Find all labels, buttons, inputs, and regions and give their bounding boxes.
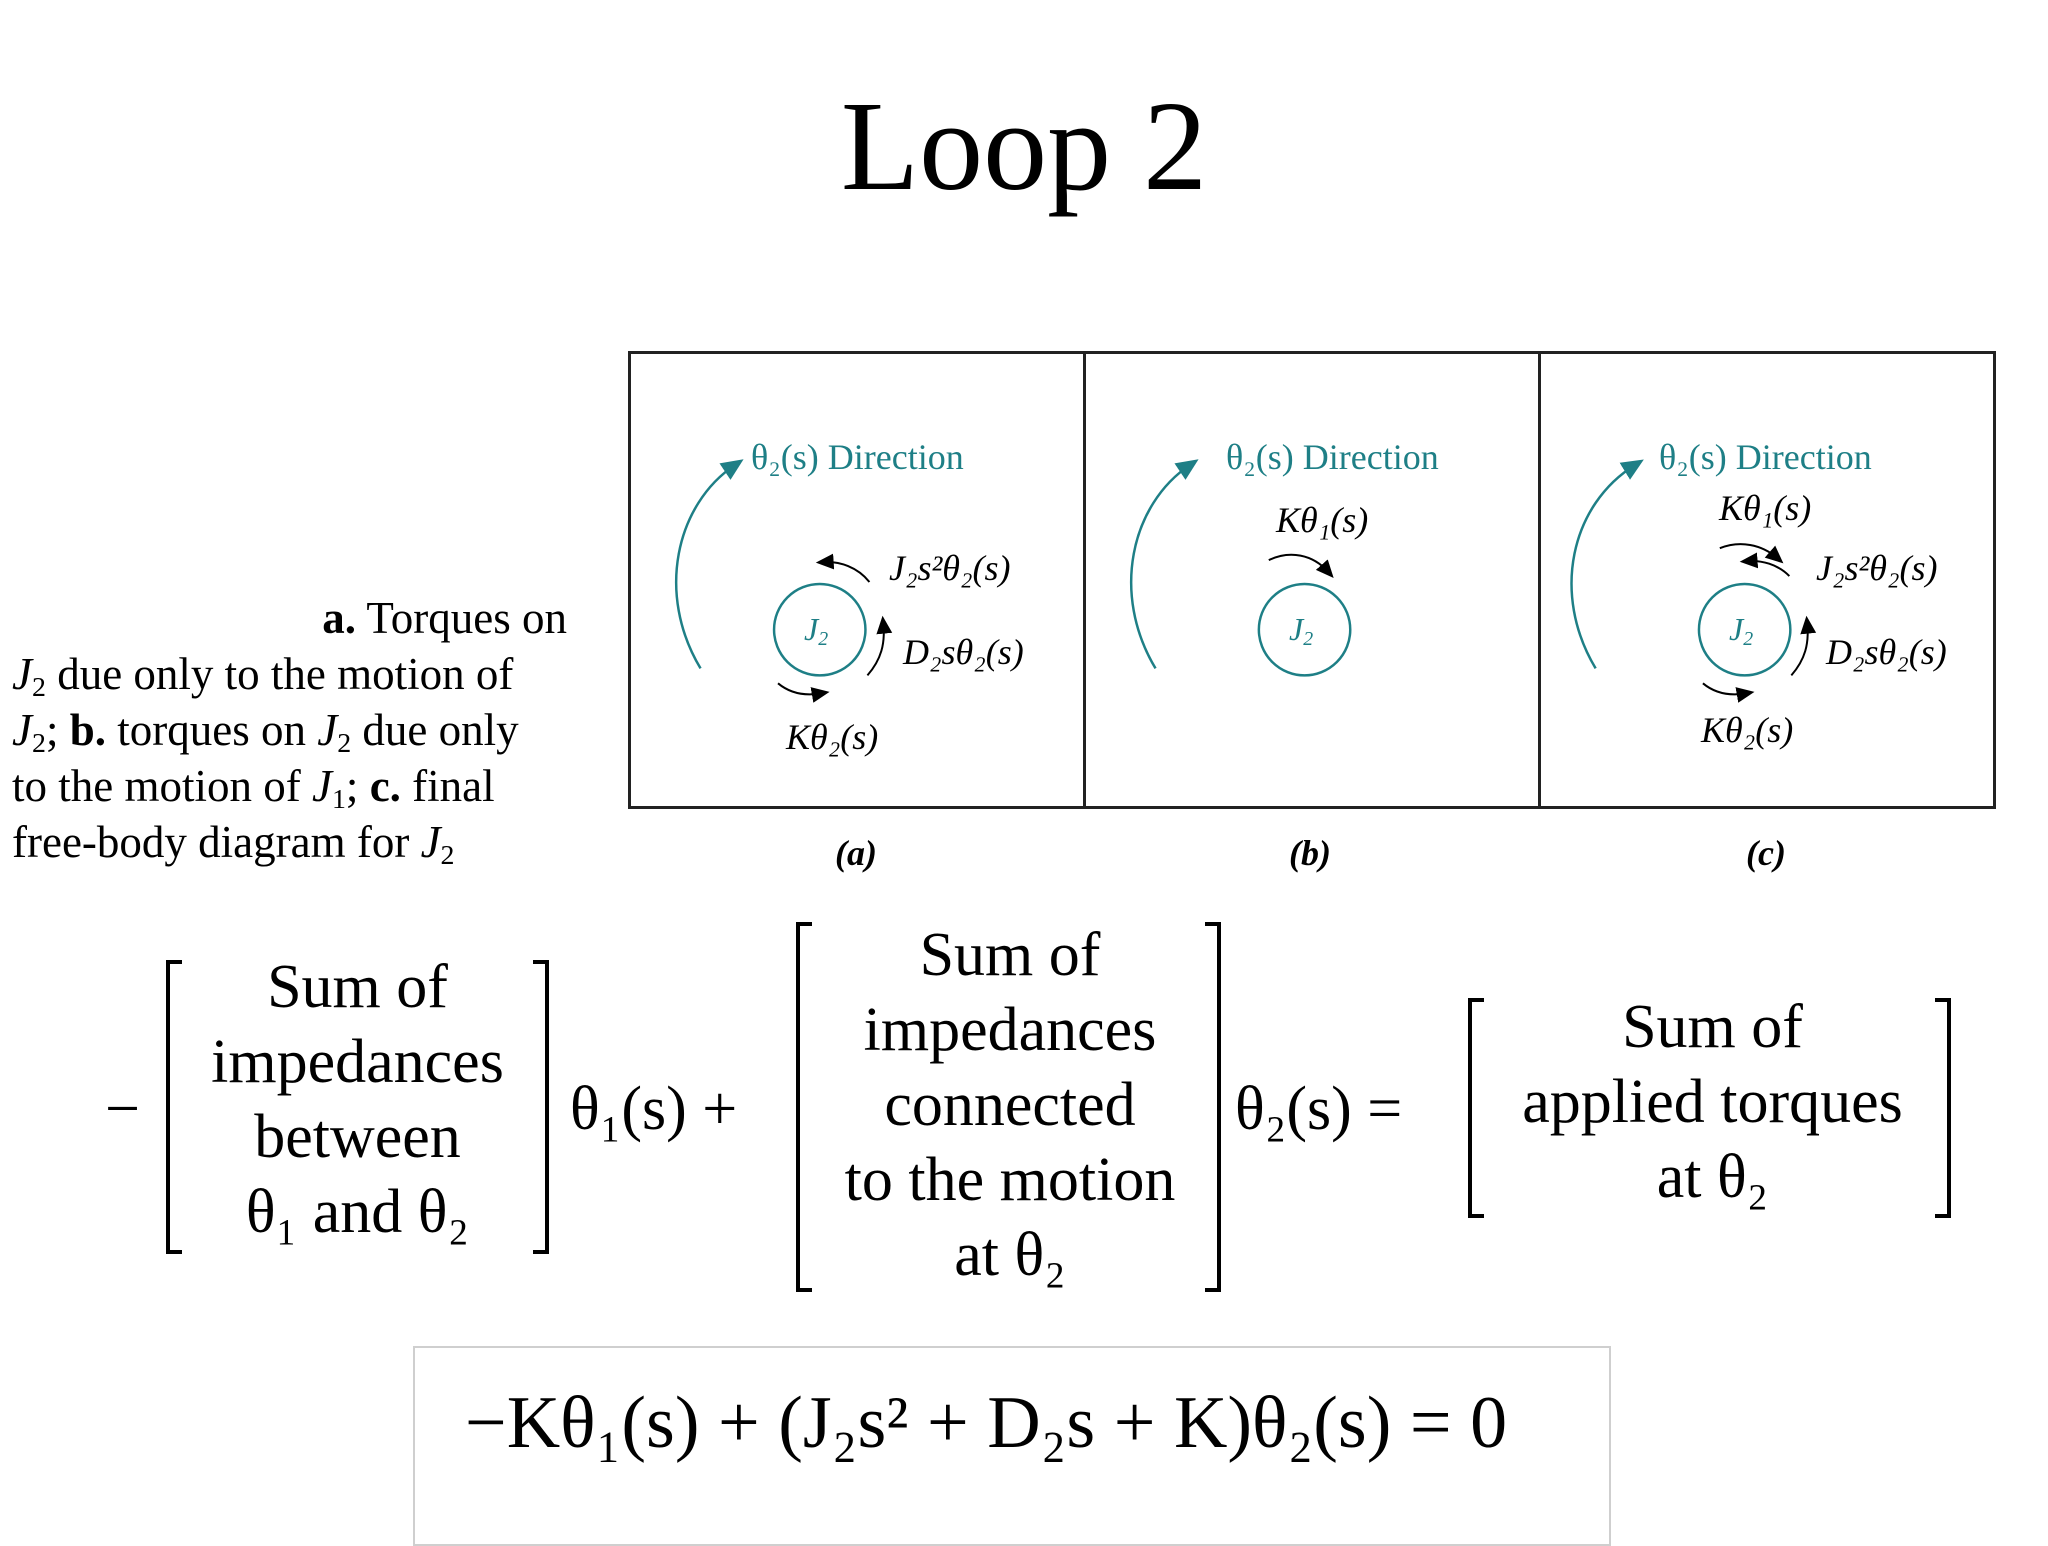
inertia-label: J2 [1289,611,1314,650]
direction-arrow [674,459,744,670]
bracket-3-right [1935,998,1951,1218]
mesh-equation-form: − Sum of impedances between θ₁ and θ₂ θ₁… [0,900,2048,1310]
bracket-2-text: Sum of impedances connected to the motio… [844,921,1176,1289]
panel-label-c: (c) [1746,833,1786,873]
term-theta2: θ₂(s) = [1235,1075,1403,1143]
direction-label: θ₂(s) Direction [1226,437,1439,477]
direction-arrow [1129,459,1199,670]
bracket-1-text: Sum of impedances between θ₁ and θ₂ [211,953,504,1246]
inertia-disk [1257,582,1352,677]
bracket-2-right [1205,922,1221,1292]
free-body-diagrams: θ₂(s) Direction J2 J₂s²θ₂(s) D₂sθ₂(s) Kθ… [628,351,1996,809]
figure-caption: a. Torques on J2 due only to the motion … [12,593,567,871]
panel-a-drawing [674,459,893,703]
direction-arrow [1570,459,1644,670]
inertia-label: J2 [1729,611,1754,650]
panel-c: θ₂(s) Direction J2 Kθ₁(s) J₂s²θ₂(s) D₂sθ… [1538,354,1993,806]
torque-inertia: J₂s²θ₂(s) [1816,548,1938,588]
torque-inertia: J₂s²θ₂(s) [889,548,1011,588]
direction-label: θ₂(s) Direction [1659,437,1872,477]
torque-damping: D₂sθ₂(s) [903,632,1024,672]
inertia-disk [1697,582,1792,677]
result-equation-box: −Kθ₁(s) + (J₂s² + D₂s + K)θ₂(s) = 0 [413,1346,1611,1546]
bracket-3-left [1468,998,1484,1218]
torque-coupling: Kθ₁(s) [1276,500,1369,540]
panel-c-drawing [1570,459,1817,703]
bracket-1-left [166,960,182,1254]
result-equation: −Kθ₁(s) + (J₂s² + D₂s + K)θ₂(s) = 0 [465,1382,1508,1464]
inertia-label: J2 [804,611,829,650]
bracket-2-left [796,922,812,1292]
torque-spring: Kθ₂(s) [786,717,879,757]
torque-spring: Kθ₂(s) [1701,710,1794,750]
leading-minus: − [105,1075,140,1143]
bracket-1-right [533,960,549,1254]
slide-title: Loop 2 [840,75,1208,217]
panel-b: θ₂(s) Direction J2 Kθ₁(s) [1083,354,1538,806]
bracket-lines [166,922,1951,1292]
direction-label: θ₂(s) Direction [751,437,964,477]
panel-a: θ₂(s) Direction J2 J₂s²θ₂(s) D₂sθ₂(s) Kθ… [631,354,1083,806]
term-theta1: θ₁(s) + [570,1075,738,1143]
torque-coupling: Kθ₁(s) [1719,488,1812,528]
torque-damping: D₂sθ₂(s) [1826,632,1947,672]
panel-b-drawing [1129,459,1352,677]
panel-label-a: (a) [835,833,877,873]
panel-label-b: (b) [1289,833,1331,873]
bracket-3-text: Sum of applied torques at θ₂ [1522,993,1903,1211]
inertia-disk [772,582,867,677]
